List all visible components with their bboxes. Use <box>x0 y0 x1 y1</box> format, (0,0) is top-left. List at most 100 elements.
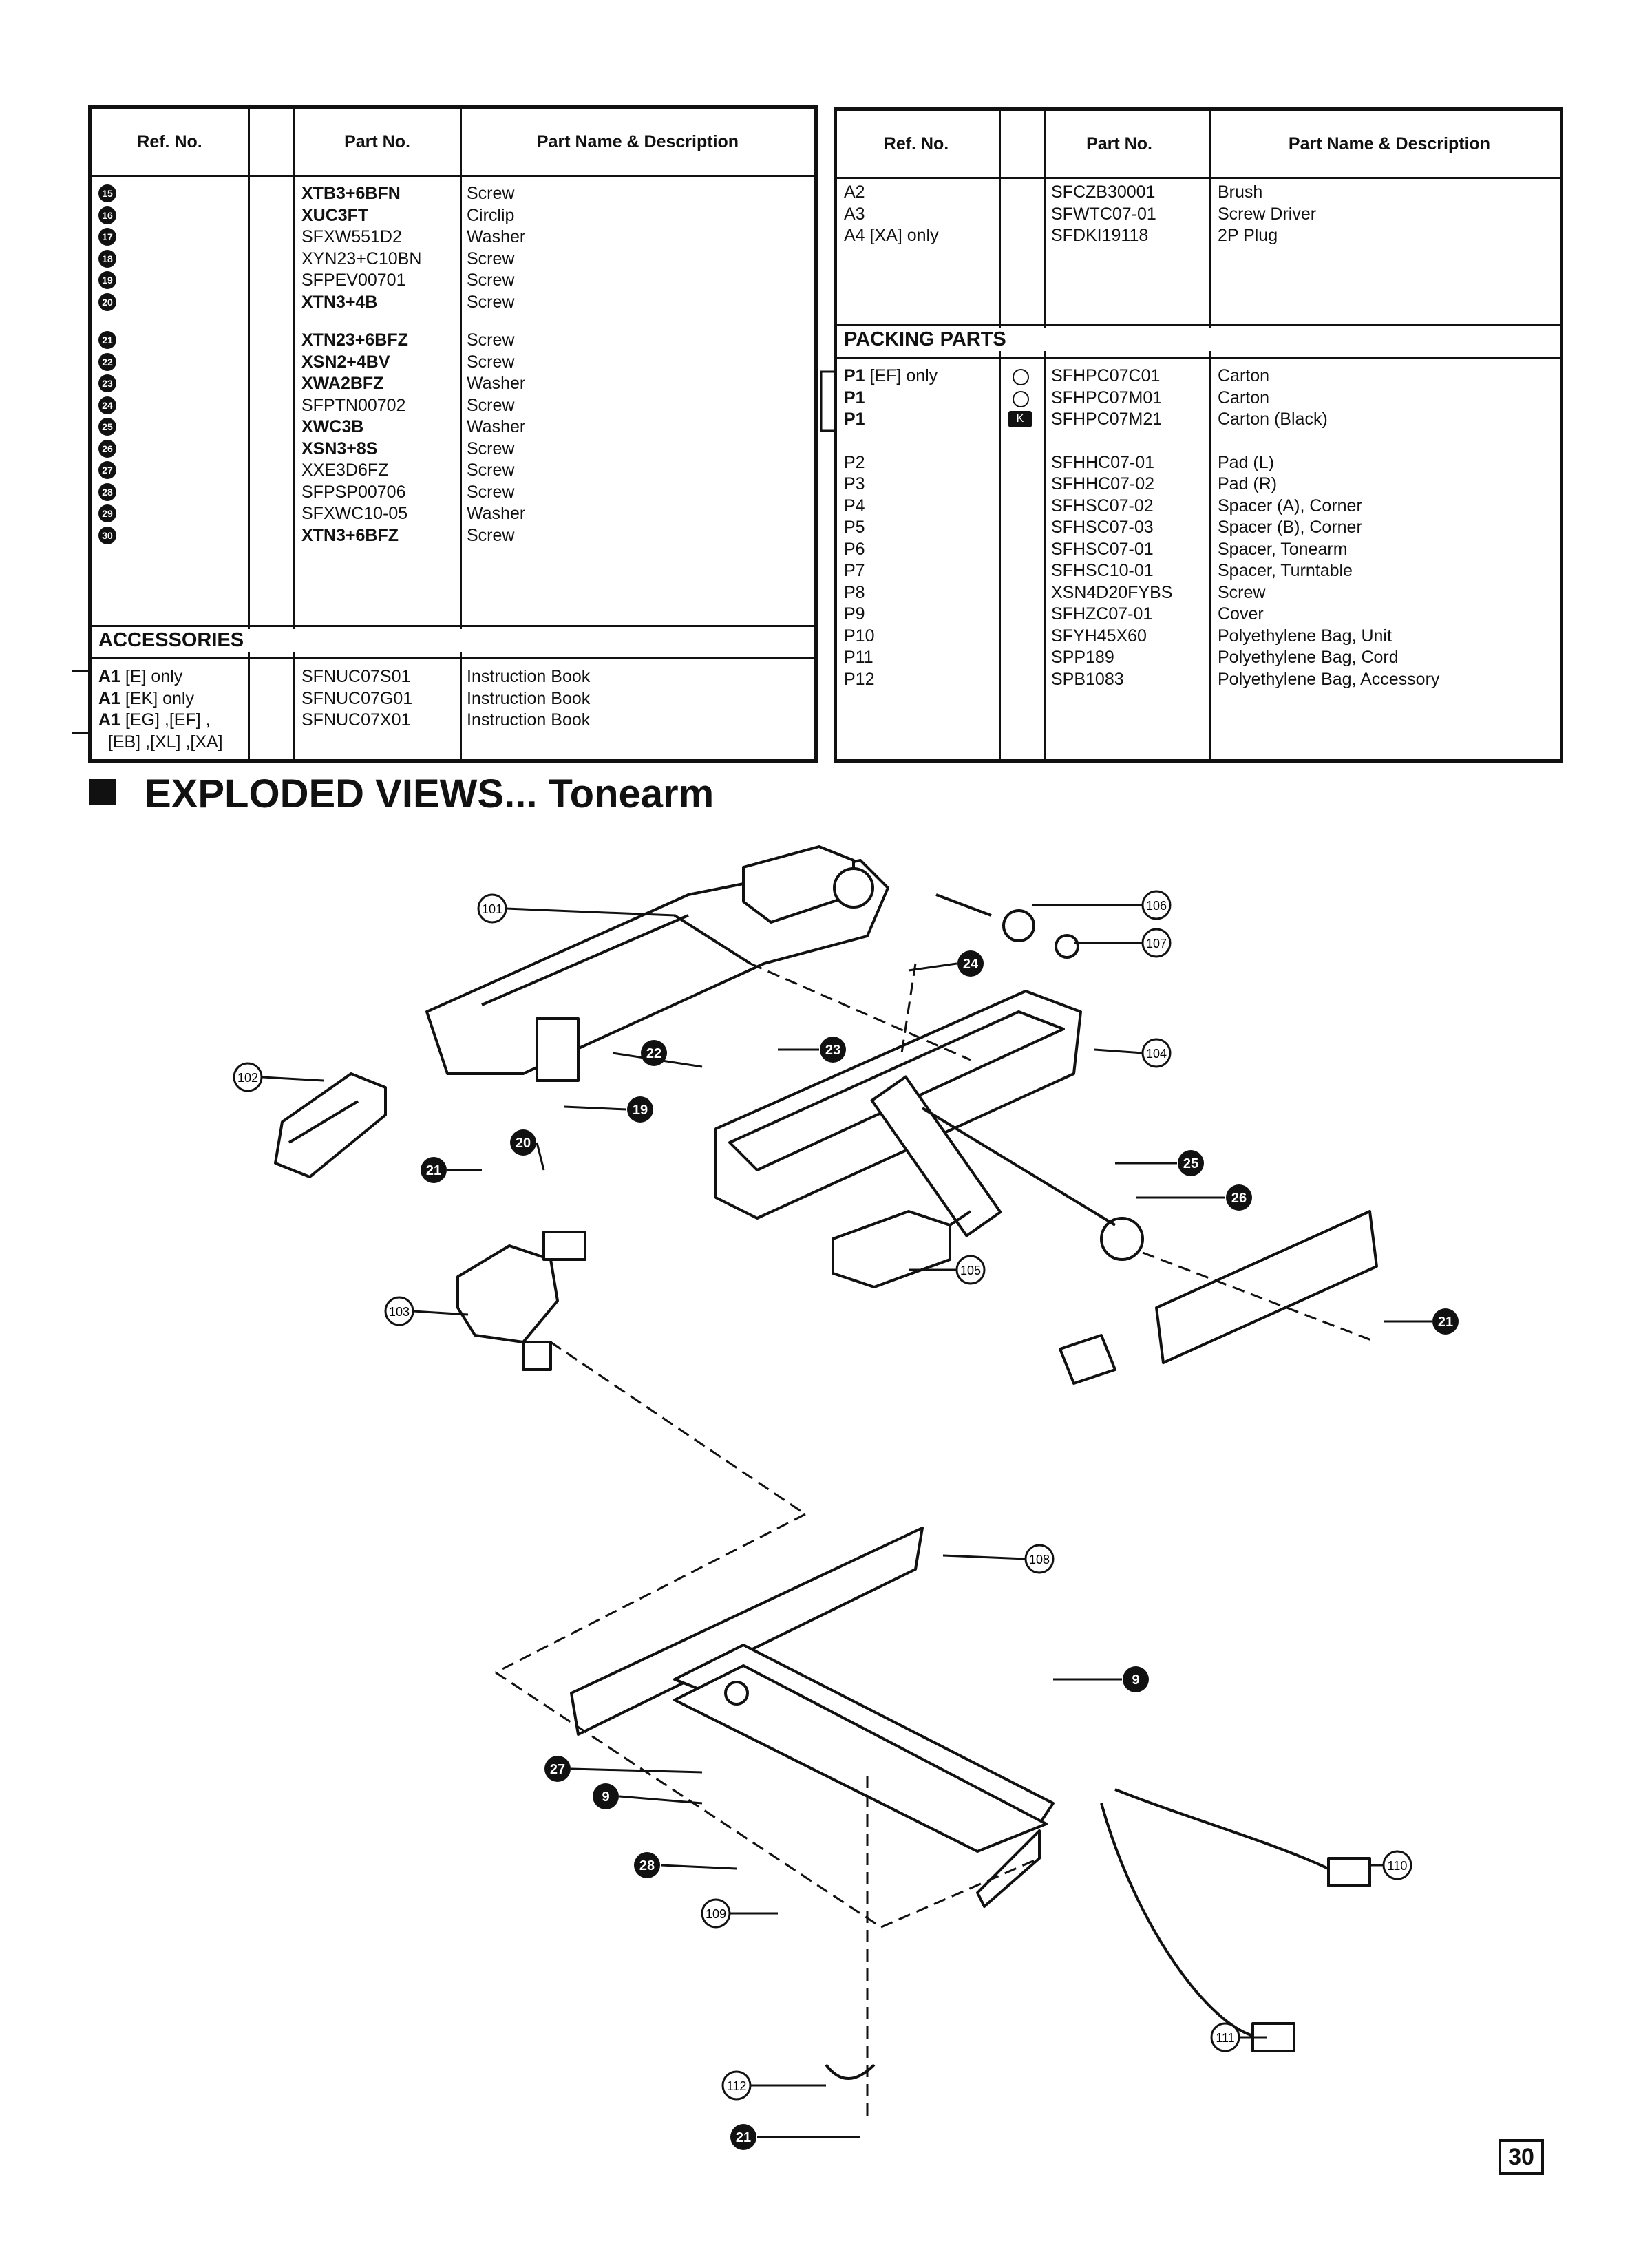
header-part-name: Part Name & Description <box>1288 134 1491 153</box>
packing-ref-code: P1 <box>844 387 865 407</box>
svg-text:21: 21 <box>736 2130 751 2145</box>
left-table-header: Ref. No. Part No. Part Name & Descriptio… <box>92 109 814 177</box>
part-number: SFHHC07-01 <box>1051 452 1155 472</box>
callout-111: 111 <box>1210 2022 1240 2052</box>
callout-21-a: 21 <box>421 1157 447 1183</box>
header-part-name: Part Name & Description <box>536 131 739 151</box>
part-number: SFDKI19118 <box>1051 226 1149 245</box>
ref-number-badge: 29 <box>98 504 116 522</box>
page-number: 30 <box>1499 2139 1544 2175</box>
callout-9-b: 9 <box>593 1783 619 1809</box>
part-number: SFHZC07-01 <box>1051 604 1153 624</box>
packing-ref: P12 <box>844 669 874 691</box>
cartridge-part <box>274 1072 387 1178</box>
callout-21-b: 21 <box>1432 1308 1459 1335</box>
callout-105: 105 <box>955 1255 986 1285</box>
part-number: XUC3FT <box>301 205 369 225</box>
solenoid-part <box>832 1210 972 1288</box>
part-description: Screw <box>467 438 515 458</box>
callout-19: 19 <box>627 1096 653 1123</box>
arm-housing-part <box>714 990 1144 1261</box>
part-description: Washer <box>467 227 526 246</box>
part-description: Brush <box>1218 182 1263 202</box>
column-divider <box>293 109 295 759</box>
packing-ref-code: P2 <box>844 452 865 472</box>
callout-110: 110 <box>1382 1850 1412 1880</box>
header-part-no: Part No. <box>344 131 410 151</box>
callout-20: 20 <box>510 1129 536 1156</box>
callout-109: 109 <box>701 1898 731 1929</box>
section-title: EXPLODED VIEWS... Tonearm <box>145 772 714 816</box>
part-number: XSN2+4BV <box>301 352 390 372</box>
accessory-ref-code: A1 <box>98 688 120 708</box>
header-part-no: Part No. <box>1086 134 1152 153</box>
packing-ref-code: P1 <box>844 366 865 385</box>
packing-ref-code: P7 <box>844 561 865 580</box>
callout-104-top: 104 <box>1141 1038 1172 1068</box>
model-mark-k: K <box>1008 411 1032 427</box>
packing-ref: P1 <box>844 409 865 431</box>
svg-text:103: 103 <box>389 1305 410 1319</box>
callout-26: 26 <box>1226 1184 1252 1211</box>
part-number: XWA2BFZ <box>301 374 384 393</box>
packing-ref: P6 <box>844 539 865 561</box>
section-divider <box>92 657 814 659</box>
part-description: Screw Driver <box>1218 204 1317 224</box>
part-description: Pad (L) <box>1218 452 1274 472</box>
part-number: SFHHC07-02 <box>1051 474 1155 493</box>
ref-number-badge: 21 <box>98 331 116 349</box>
part-number: SFHSC07-02 <box>1051 496 1154 516</box>
part-description: Screw <box>467 395 515 415</box>
ref-number-badge: 20 <box>98 293 116 311</box>
callout-24: 24 <box>957 950 984 977</box>
packing-ref-code: P11 <box>844 648 873 667</box>
svg-text:9: 9 <box>1132 1672 1139 1688</box>
part-number: XTN3+4B <box>301 292 378 312</box>
column-divider <box>1209 111 1211 759</box>
part-description: Washer <box>467 504 526 523</box>
part-description: Carton <box>1218 366 1270 385</box>
left-parts-table: Ref. No. Part No. Part Name & Descriptio… <box>88 105 818 763</box>
callout-106: 106 <box>1141 890 1172 920</box>
packing-ref-code: P6 <box>844 539 865 559</box>
svg-text:26: 26 <box>1231 1191 1247 1206</box>
model-mark-circle <box>1013 369 1029 385</box>
callout-107: 107 <box>1141 928 1172 958</box>
svg-text:110: 110 <box>1388 1859 1408 1873</box>
accessory-part-number: SFNUC07X01 <box>301 710 411 730</box>
part-description: Screw <box>467 330 515 350</box>
svg-text:28: 28 <box>639 1858 655 1873</box>
packing-ref: P7 <box>844 560 865 582</box>
ref-number-badge: 16 <box>98 206 116 224</box>
svg-text:105: 105 <box>960 1264 981 1277</box>
svg-text:22: 22 <box>646 1046 661 1061</box>
base-plate-part <box>570 1527 1055 1908</box>
svg-text:24: 24 <box>963 957 979 972</box>
callout-27: 27 <box>544 1756 571 1782</box>
part-number: SFPTN00702 <box>301 395 406 415</box>
part-description: Polyethylene Bag, Accessory <box>1218 669 1440 689</box>
accessory-ref: A1 [EK] only <box>98 688 194 710</box>
column-divider <box>1044 111 1046 759</box>
part-number: XTN23+6BFZ <box>301 330 408 350</box>
svg-text:19: 19 <box>633 1103 648 1118</box>
part-description: Polyethylene Bag, Unit <box>1218 626 1392 646</box>
ref-number-badge: 22 <box>98 352 116 371</box>
svg-text:21: 21 <box>426 1163 441 1178</box>
svg-text:109: 109 <box>706 1907 726 1921</box>
ref-number-badge: 17 <box>98 228 116 246</box>
accessories-title: ACCESSORIES <box>92 629 814 652</box>
part-description: Spacer (B), Corner <box>1218 518 1362 537</box>
part-description: Screw <box>467 352 515 372</box>
part-number: XSN4D20FYBS <box>1051 582 1173 602</box>
packing-ref: P1 [EF] only <box>844 365 938 387</box>
clip-part <box>825 2063 876 2080</box>
packing-ref: P10 <box>844 626 874 648</box>
svg-text:106: 106 <box>1146 899 1167 913</box>
side-plate-part <box>1059 1210 1378 1385</box>
ref-number-badge: 27 <box>98 461 116 479</box>
right-table-header: Ref. No. Part No. Part Name & Descriptio… <box>837 111 1560 179</box>
svg-text:21: 21 <box>1438 1315 1453 1330</box>
exploded-view-diagram: 101 102 103 104 105 106 107 108 109 110 … <box>233 845 1459 2150</box>
part-number: SFXWC10-05 <box>301 504 408 523</box>
